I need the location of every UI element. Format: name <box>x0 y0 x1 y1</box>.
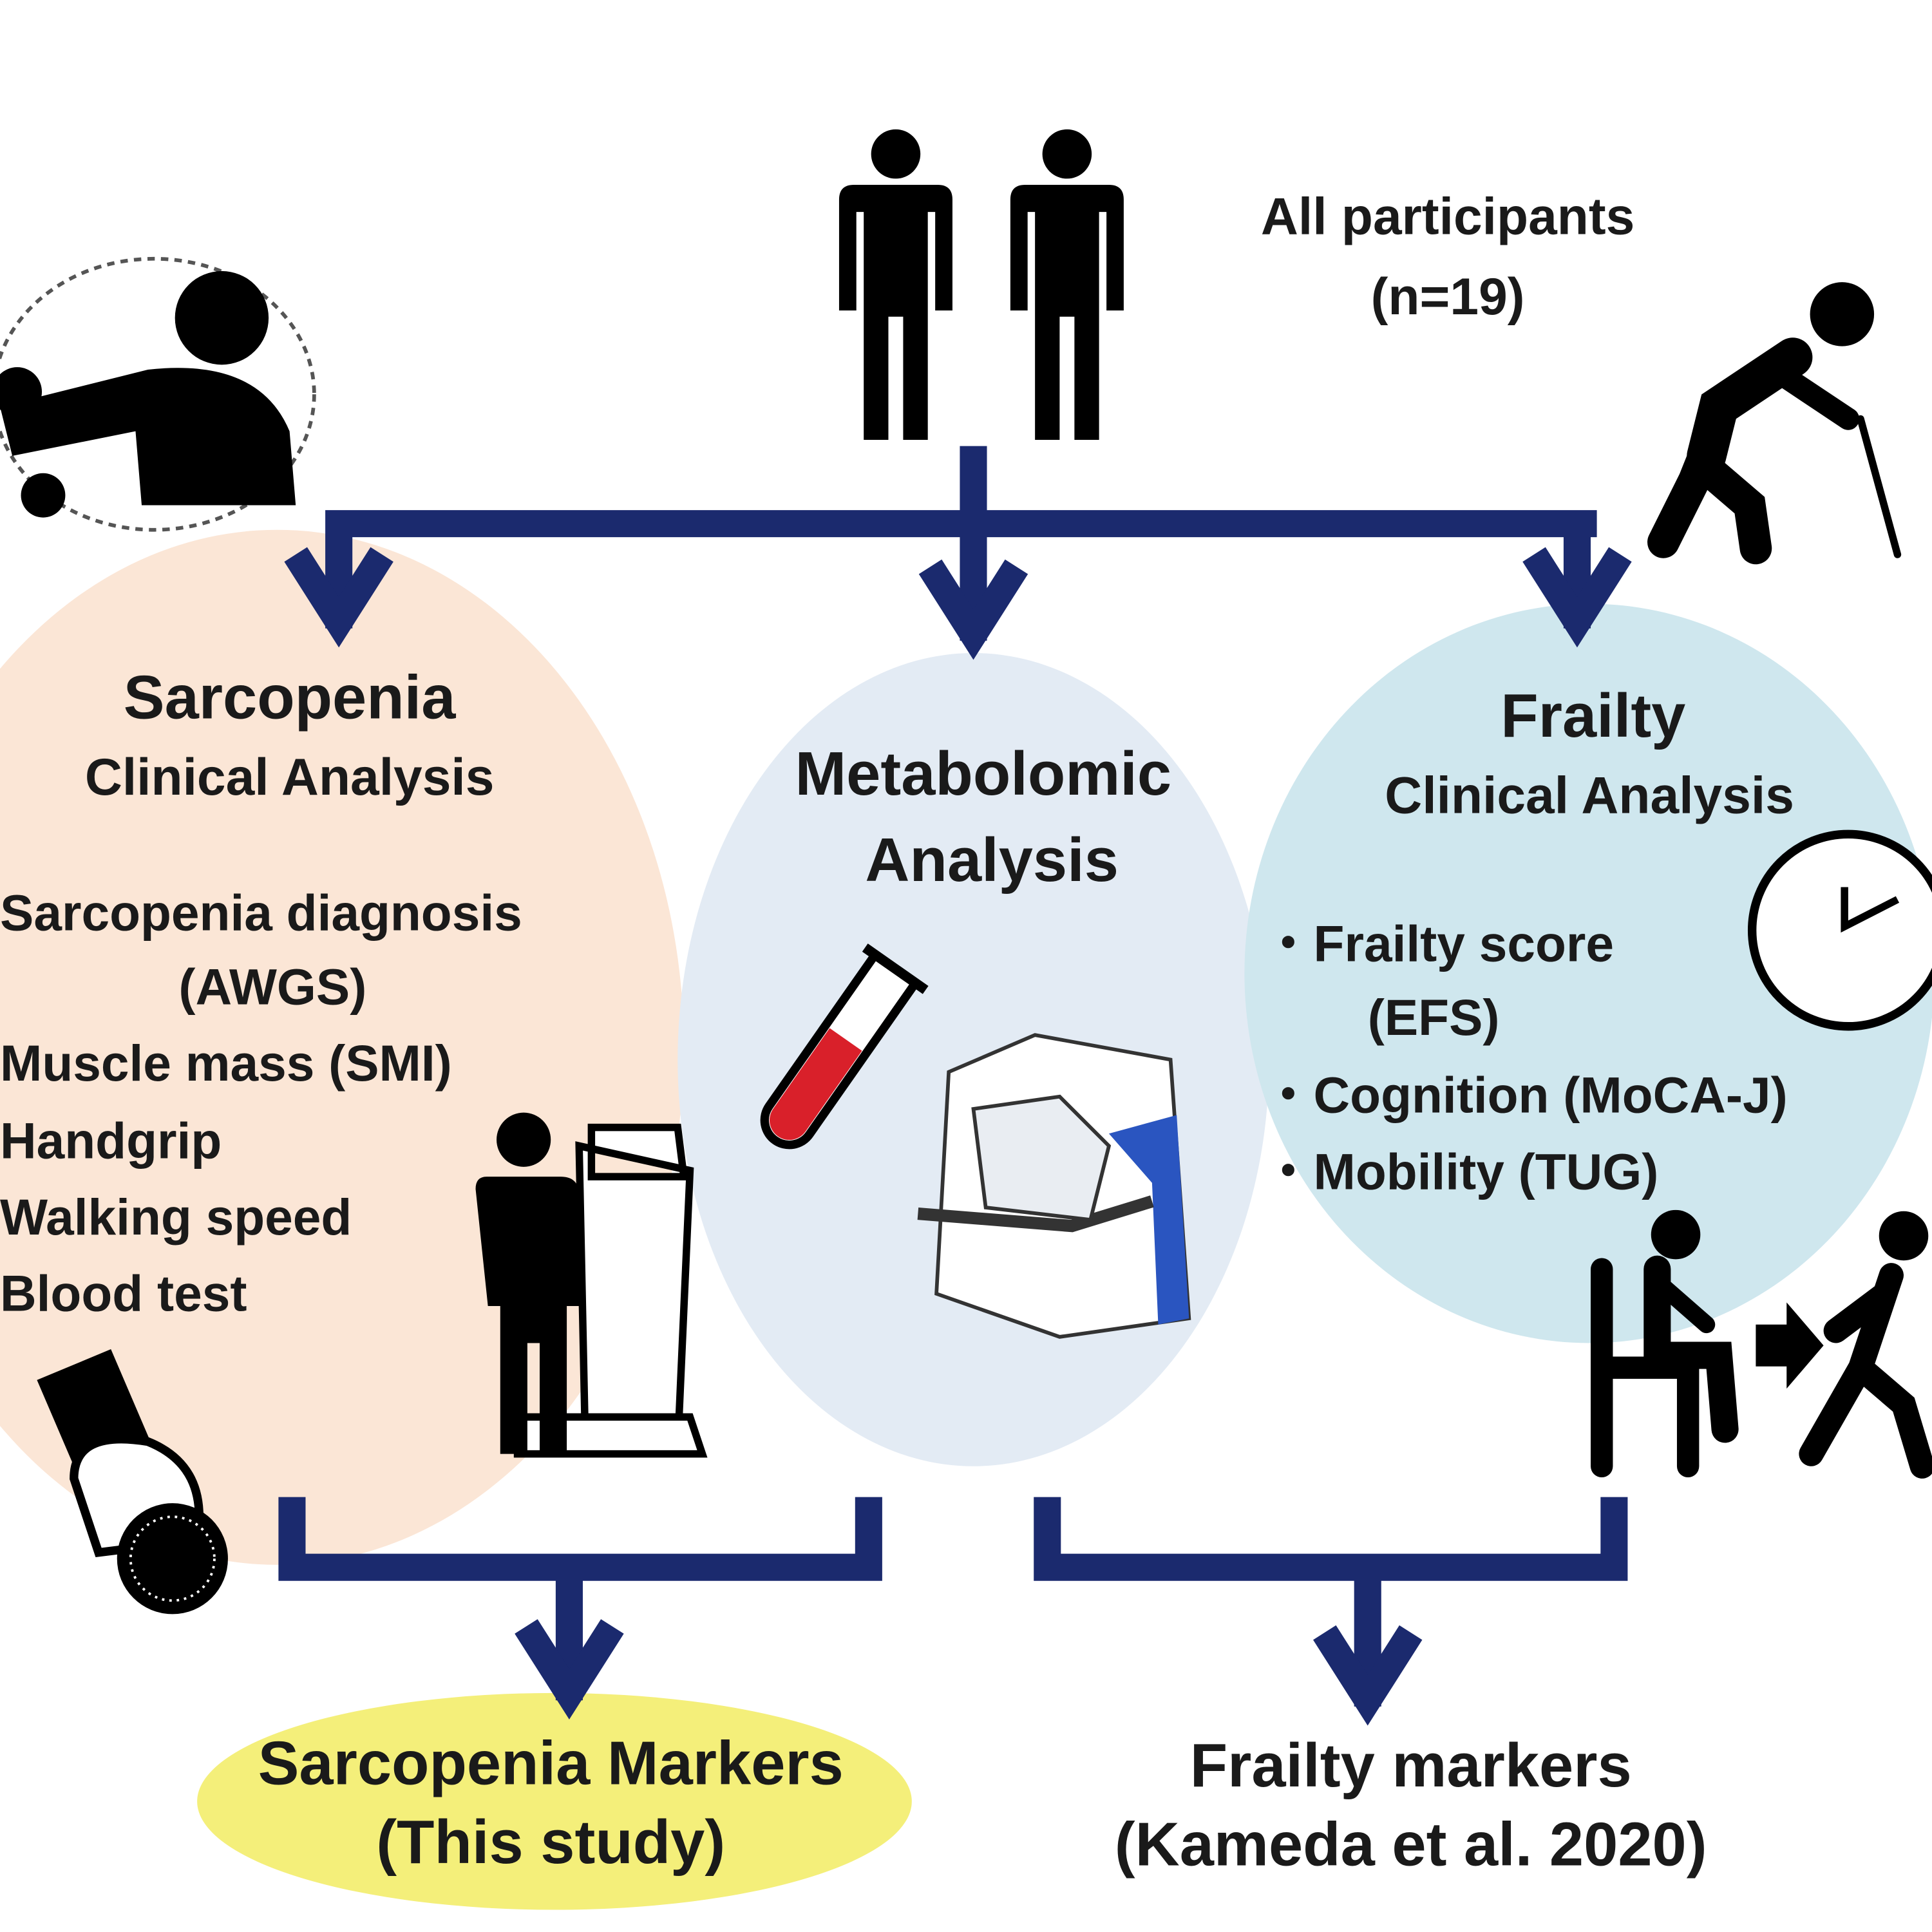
sarcopenia-markers-note: (This study) <box>376 1808 725 1877</box>
body-composition-scale-icon <box>475 1112 708 1458</box>
frailty-background <box>1244 603 1932 1343</box>
frailty-subtitle: Clinical Analysis <box>1385 767 1794 825</box>
frailty-markers-label: Frailty markers <box>1190 1731 1632 1800</box>
sarcopenia-item: Walking speed <box>0 1189 352 1245</box>
elderly-cane-icon <box>1647 282 1902 565</box>
sarcopenia-title: Sarcopenia <box>124 663 456 732</box>
clock-icon <box>1748 829 1932 1031</box>
sit-to-walk-icon <box>1591 1209 1932 1479</box>
frailty-item: (EFS) <box>1368 989 1500 1046</box>
top-branch-arrows <box>284 446 1632 660</box>
frailty-item: ・Cognition (MoCA-J) <box>1263 1067 1788 1124</box>
sarcopenia-markers-label: Sarcopenia Markers <box>258 1728 844 1797</box>
sarcopenia-item: Muscle mass (SMI) <box>0 1035 452 1092</box>
handgrip-dynamometer-icon <box>37 1349 228 1615</box>
frailty-markers-note: (Kameda et al. 2020) <box>1115 1810 1707 1879</box>
person-pair-icon <box>838 129 1124 440</box>
sarcopenia-item: (AWGS) <box>178 958 366 1015</box>
metabolomic-title: Metabolomic <box>795 739 1171 808</box>
all-participants-title: All participants <box>1261 188 1634 246</box>
sarcopenia-item: Handgrip <box>0 1112 222 1169</box>
metabolomic-title: Analysis <box>865 826 1118 895</box>
mass-spectrometer-icon <box>917 1033 1191 1339</box>
sarcopenia-item: Blood test <box>0 1265 247 1322</box>
frailty-title: Frailty <box>1501 681 1685 750</box>
blood-tube-icon <box>760 943 929 1150</box>
highlight-background <box>197 1692 912 1910</box>
sarcopenia-item: Sarcopenia diagnosis <box>0 885 522 942</box>
participant-count: (n=19) <box>1371 268 1525 326</box>
bottom-merge-arrows <box>278 1497 1628 1726</box>
sarcopenia-subtitle: Clinical Analysis <box>85 748 495 806</box>
muscle-figure-icon <box>0 256 316 532</box>
frailty-item: ・Mobility (TUG) <box>1263 1143 1658 1200</box>
frailty-item: ・Frailty score <box>1263 915 1614 972</box>
